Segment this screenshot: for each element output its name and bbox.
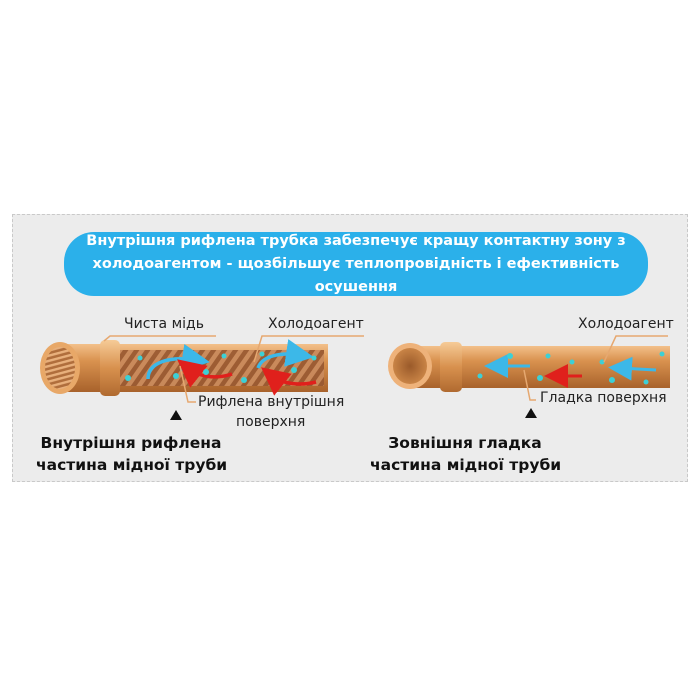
label-refrigerant-left: Холодоагент <box>268 316 364 332</box>
label-ribbed-surface: Рифлена внутрішня поверхня <box>198 392 344 432</box>
caption-ribbed-pipe: Внутрішня рифлена частина мідної труби <box>36 432 228 476</box>
caption-smooth-line-1: Зовнішня гладка <box>388 434 542 452</box>
leader-line <box>103 335 216 342</box>
ribbed-pipe-end <box>45 347 75 389</box>
flow-arrow-blue <box>256 339 314 369</box>
label-clean-copper: Чиста мідь <box>124 316 204 332</box>
refrigerant-droplets <box>477 351 665 385</box>
pointer-triangle <box>525 408 537 418</box>
ribbed-pipe <box>40 335 364 420</box>
flow-arrow-blue <box>146 344 210 380</box>
banner-line-2: холодоагентом - щозбільшує теплопровідні… <box>92 255 620 295</box>
caption-smooth-line-2: частина мідної труби <box>370 456 562 474</box>
label-ribbed-surface-line-1: Рифлена внутрішня <box>198 394 345 410</box>
info-banner: Внутрішня рифлена трубка забезпечує кращ… <box>64 232 648 296</box>
leader-line <box>179 365 196 403</box>
leader-line <box>253 335 364 363</box>
flow-arrow-red <box>177 359 233 388</box>
label-refrigerant-right: Холодоагент <box>578 316 674 332</box>
smooth-pipe <box>388 335 670 418</box>
label-smooth-surface: Гладка поверхня <box>540 390 667 406</box>
flow-arrow-blue <box>608 356 657 381</box>
caption-ribbed-line-1: Внутрішня рифлена <box>40 434 222 452</box>
caption-smooth-pipe: Зовнішня гладка частина мідної труби <box>370 432 562 476</box>
smooth-pipe-end <box>393 348 427 384</box>
banner-line-1: Внутрішня рифлена трубка забезпечує кращ… <box>86 232 626 249</box>
label-ribbed-surface-line-2: поверхня <box>236 414 306 430</box>
flow-arrow-red <box>261 367 317 396</box>
leader-line <box>523 369 536 401</box>
pointer-triangle <box>170 410 182 420</box>
leader-line <box>603 335 668 363</box>
caption-ribbed-line-2: частина мідної труби <box>36 456 228 474</box>
refrigerant-droplets <box>125 351 317 383</box>
